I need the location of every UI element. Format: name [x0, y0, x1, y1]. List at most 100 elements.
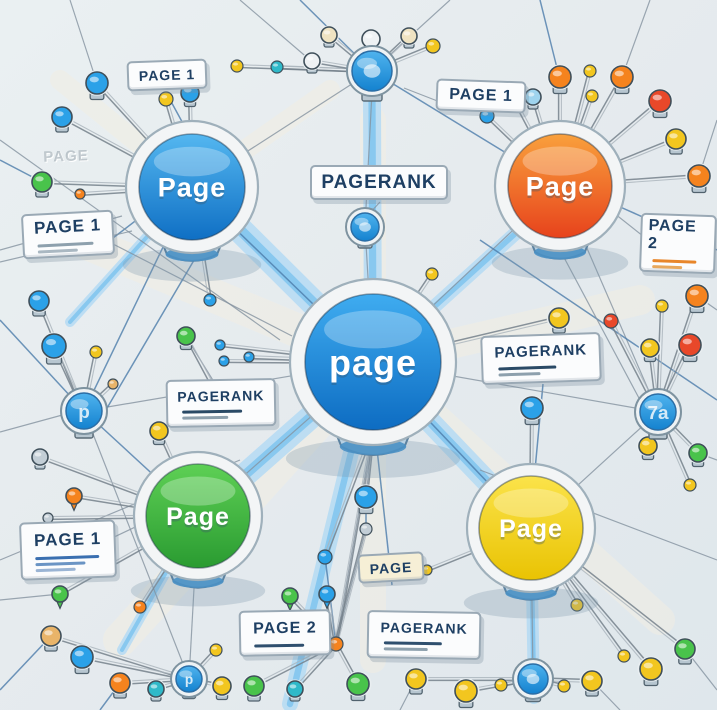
underline-stroke	[498, 371, 541, 376]
label-underlines	[254, 640, 316, 648]
underline-stroke	[37, 248, 78, 254]
pin-node-yellow	[147, 420, 171, 446]
pin-node-tan	[107, 378, 119, 390]
pin-node-blue	[26, 289, 52, 317]
label-underlines	[182, 406, 260, 420]
pin-node-yellow	[425, 267, 439, 281]
label-pagerank: PAGERANK	[310, 165, 448, 200]
hub-node: 7a	[634, 388, 682, 440]
connection-line	[335, 429, 374, 645]
pin-node-teal	[145, 679, 167, 702]
underline-stroke	[254, 643, 305, 648]
pin-node-orange	[685, 163, 713, 194]
underline-stroke	[652, 265, 683, 270]
pin-node-yellow	[209, 643, 223, 657]
pin-node-yellow	[425, 38, 441, 54]
page-button-label-shadow: Page	[166, 506, 230, 534]
pin-node-yellow	[636, 435, 660, 461]
pin-node-green	[174, 325, 198, 351]
label-underlines	[383, 638, 465, 651]
pin-node-yellow	[579, 669, 605, 697]
hub-node: p	[170, 660, 208, 700]
pin-node-green	[281, 587, 299, 612]
underline-stroke	[652, 259, 697, 264]
connection-line	[112, 243, 293, 337]
label-text: PAGE 1	[33, 528, 102, 550]
connection-line	[99, 249, 201, 421]
hub-node: p	[60, 387, 108, 439]
pin-node-teal	[270, 60, 284, 74]
pin-node-yellow	[637, 656, 665, 687]
label-text: PAGE 2	[253, 618, 317, 638]
pin-node-blue	[218, 355, 230, 367]
pin-node-yellow	[617, 649, 631, 663]
pin-node-blue	[68, 644, 96, 675]
page-button-label: Page	[166, 503, 230, 531]
hub-glyph: p	[78, 402, 90, 423]
underline-stroke	[35, 567, 76, 572]
label-underlines	[37, 238, 100, 254]
label-pagerank: PAGERANK	[366, 610, 482, 660]
pin-node-orange	[608, 64, 636, 95]
underline-stroke	[35, 554, 100, 560]
pin-link	[51, 634, 190, 679]
pin-node-yellow	[158, 91, 174, 107]
label-page-1: PAGE 1	[20, 209, 116, 260]
hub-node	[345, 207, 385, 249]
pin-node-yellow	[638, 337, 662, 363]
label-page: PAGE	[357, 551, 425, 584]
label-pagerank: PAGERANK	[165, 378, 277, 428]
pin-node-green	[29, 170, 55, 198]
label-text: PAGE	[369, 558, 413, 577]
pin-node-yellow	[655, 299, 669, 313]
pin-link	[334, 429, 373, 644]
pin-node-yellow	[230, 59, 244, 73]
pin-node-green	[241, 674, 267, 702]
pin-node-yellow	[546, 306, 572, 334]
page-button-label: Page	[158, 173, 227, 203]
page-button-label: Page	[499, 515, 563, 543]
hub-node	[512, 658, 554, 703]
pin-node-yellow	[570, 598, 584, 612]
label-text: PAGERANK	[494, 340, 588, 362]
pin-node-cream	[318, 25, 340, 48]
underline-stroke	[383, 640, 442, 645]
pin-node-blue	[352, 484, 380, 515]
label-underlines	[35, 551, 101, 572]
pin-node-orange	[546, 64, 574, 95]
connection-line	[403, 87, 441, 103]
underline-stroke	[182, 415, 229, 420]
underline-stroke	[182, 409, 243, 414]
connection-line	[364, 91, 373, 228]
pin-node-blue	[49, 105, 75, 133]
label-page-2: PAGE 2	[238, 609, 332, 657]
connection-line	[239, 0, 311, 61]
connection-line	[69, 0, 98, 84]
pin-node-orange	[683, 283, 711, 314]
underline-stroke	[498, 364, 557, 370]
page-button-label-shadow: page	[329, 344, 417, 385]
pin-node-blue	[518, 395, 546, 426]
pin-node-green	[51, 585, 69, 610]
label-text: PAGE 1	[448, 85, 514, 106]
pin-node-yellow	[403, 667, 429, 695]
pin-node-orange	[133, 600, 147, 614]
page-button-label: Page	[526, 172, 595, 202]
page-button-label-shadow: Page	[526, 174, 595, 204]
pin-node-blue	[318, 585, 336, 610]
hub-glyph: 7a	[647, 403, 669, 424]
pin-node-yellow	[210, 675, 234, 701]
pin-node-ltblue	[522, 87, 544, 110]
pin-link	[333, 528, 366, 644]
underline-stroke	[37, 241, 94, 248]
pin-node-yellow	[585, 89, 599, 103]
pin-node-blue	[83, 70, 111, 101]
pin-node-tan	[38, 624, 64, 652]
label-text: PAGERANK	[177, 386, 265, 405]
